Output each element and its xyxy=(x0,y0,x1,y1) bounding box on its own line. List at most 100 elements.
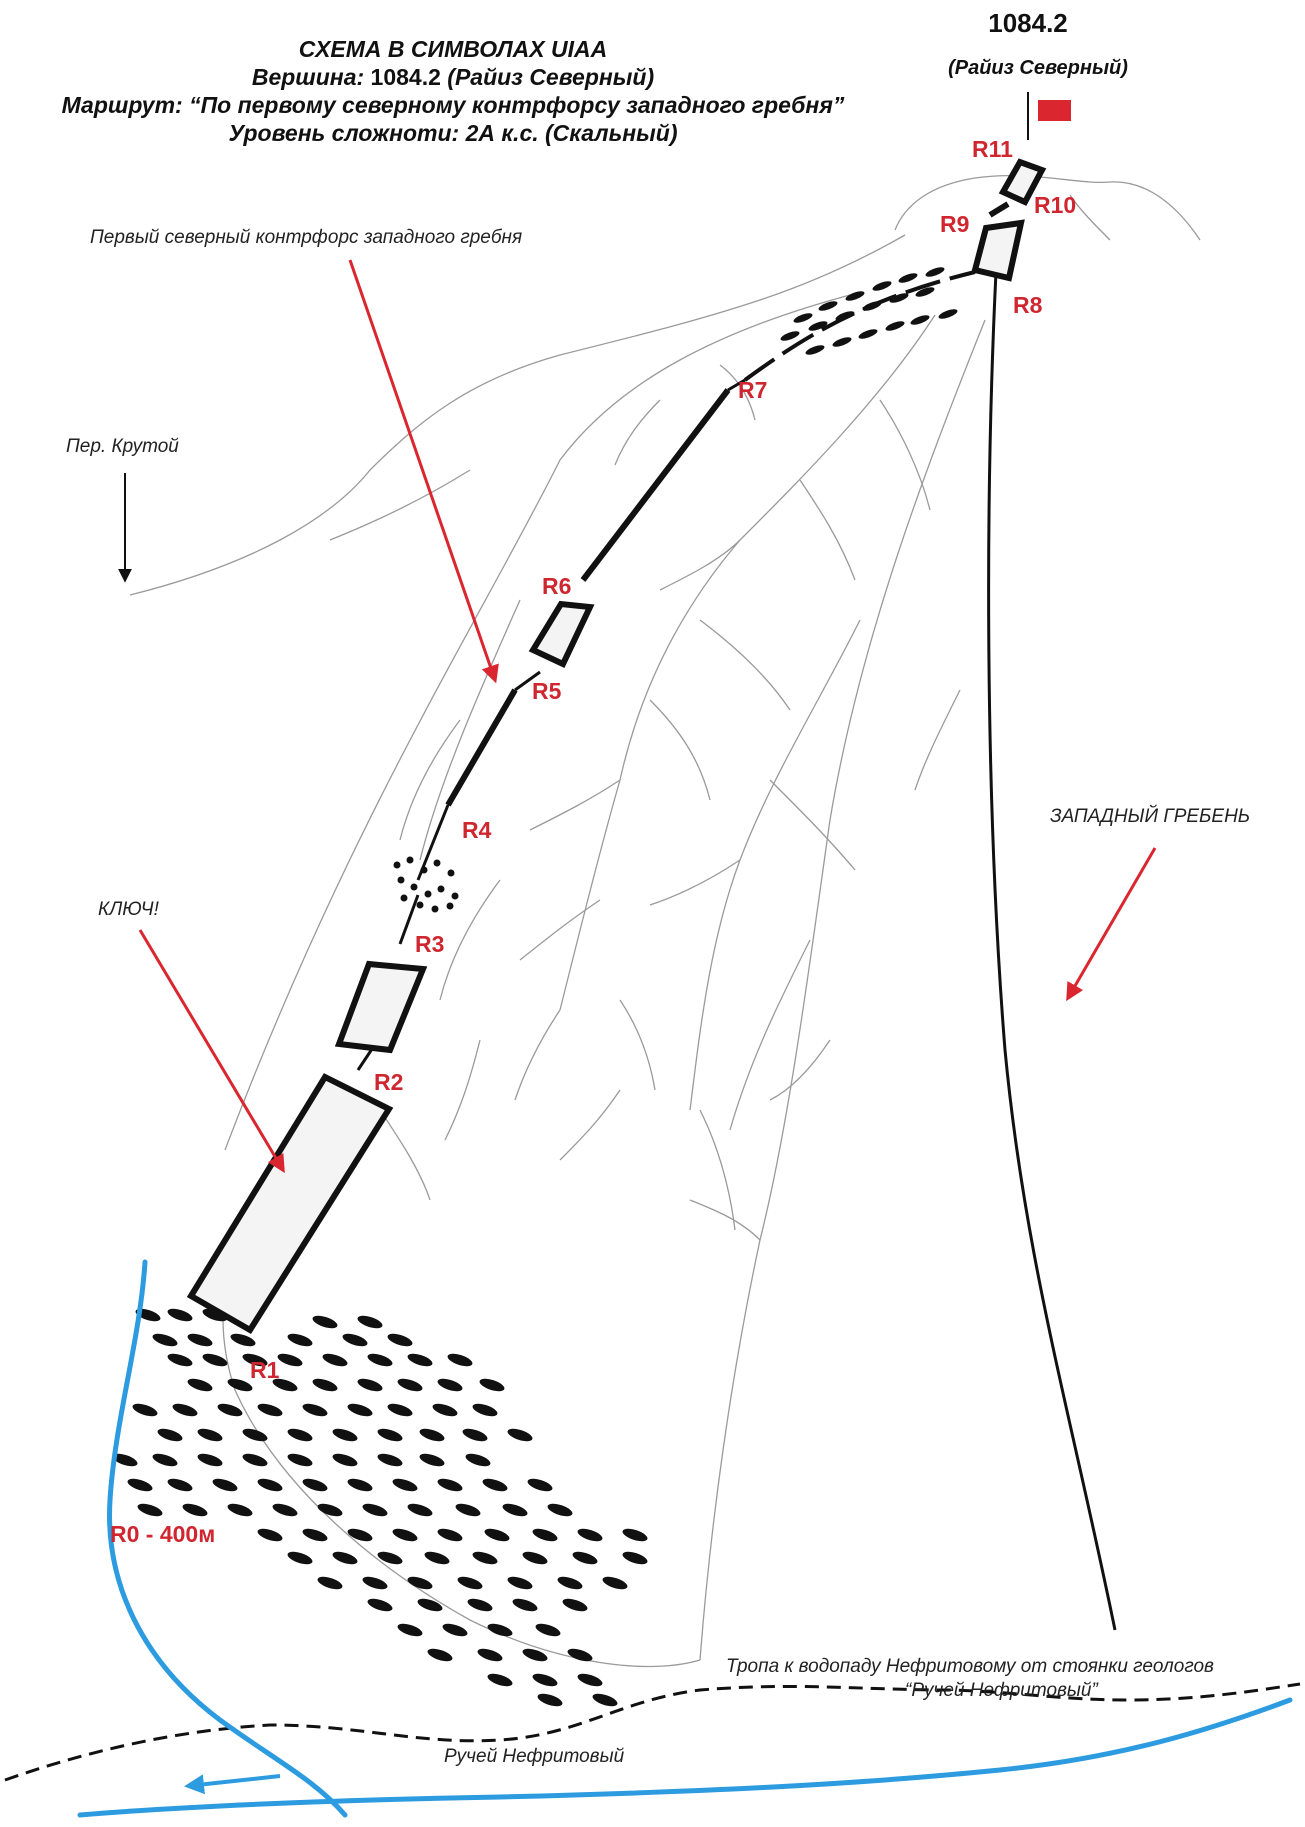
scree-mark xyxy=(885,321,905,331)
scree-mark xyxy=(487,1623,513,1637)
scree-mark xyxy=(347,1478,373,1492)
scree-mark xyxy=(242,1428,268,1442)
scree-mark xyxy=(910,315,930,325)
scree-mark xyxy=(362,1503,388,1517)
scree-mark xyxy=(858,329,878,339)
scree-mark xyxy=(419,1453,445,1467)
label-r10: R10 xyxy=(1034,192,1076,218)
label-r4: R4 xyxy=(462,817,492,843)
scree-mark xyxy=(424,1551,450,1565)
scree-mark xyxy=(938,309,958,319)
scree-mark xyxy=(437,1378,463,1392)
title-line-4: Уровень сложноти: 2А к.с. (Скальный) xyxy=(228,120,677,146)
summit-flag xyxy=(1038,100,1071,121)
scree-lower xyxy=(112,1308,648,1707)
scree-dot xyxy=(433,859,441,867)
scree-mark xyxy=(127,1478,153,1492)
scree-mark xyxy=(167,1353,193,1367)
label-r2: R2 xyxy=(374,1069,403,1095)
scree-mark xyxy=(537,1693,563,1707)
scree-mark xyxy=(437,1528,463,1542)
scree-mark xyxy=(532,1673,558,1687)
scree-mark xyxy=(132,1403,158,1417)
scree-mark xyxy=(392,1528,418,1542)
scree-mark xyxy=(312,1315,338,1329)
scree-mark xyxy=(592,1693,618,1707)
scree-mark xyxy=(287,1333,313,1347)
scree-dot xyxy=(420,866,428,874)
title-summit-value: 1084.2 xyxy=(371,64,441,90)
scree-mark xyxy=(407,1503,433,1517)
scree-mark xyxy=(872,281,892,291)
scree-mark xyxy=(455,1503,481,1517)
scree-mark xyxy=(377,1453,403,1467)
scree-mark xyxy=(577,1673,603,1687)
stream-direction-arrow xyxy=(184,1774,281,1795)
scree-mark xyxy=(447,1353,473,1367)
label-r6: R6 xyxy=(542,573,571,599)
label-west-ridge: ЗАПАДНЫЙ ГРЕБЕНЬ xyxy=(1050,805,1250,827)
scree-mark xyxy=(357,1378,383,1392)
scree-mark xyxy=(427,1648,453,1662)
arrow-key xyxy=(138,929,285,1174)
scree-mark xyxy=(152,1453,178,1467)
scree-mark xyxy=(512,1598,538,1612)
scree-mark xyxy=(332,1453,358,1467)
scree-mark xyxy=(137,1503,163,1517)
label-r3: R3 xyxy=(415,931,444,957)
scree-mark xyxy=(925,267,945,277)
scree-mark xyxy=(287,1428,313,1442)
scree-mark xyxy=(367,1353,393,1367)
label-trail-line-2: “Ручей Нефритовый” xyxy=(905,1680,1099,1701)
scree-mark xyxy=(898,273,918,283)
scree-mark xyxy=(187,1378,213,1392)
scree-mark xyxy=(227,1503,253,1517)
scree-mark xyxy=(217,1403,243,1417)
scree-mark xyxy=(805,345,825,355)
scree-dot xyxy=(416,901,424,909)
label-key: КЛЮЧ! xyxy=(98,899,160,920)
scree-mark xyxy=(112,1453,138,1467)
scree-mark xyxy=(242,1353,268,1367)
label-r1: R1 xyxy=(250,1357,280,1383)
scree-mark xyxy=(277,1353,303,1367)
scree-r3 xyxy=(393,856,459,913)
scree-mark xyxy=(487,1673,513,1687)
stream-lines xyxy=(77,1259,1293,1818)
scree-mark xyxy=(472,1403,498,1417)
scree-mark xyxy=(377,1551,403,1565)
terrain-relief xyxy=(129,175,1201,1668)
label-trail-line-1: Тропа к водопаду Нефритовому от стоянки … xyxy=(726,1656,1214,1677)
scree-mark xyxy=(230,1333,256,1347)
scree-mark xyxy=(507,1428,533,1442)
label-r8: R8 xyxy=(1013,292,1043,318)
scree-mark xyxy=(482,1478,508,1492)
scree-dot xyxy=(431,905,439,913)
arrow-buttress xyxy=(348,259,499,684)
scree-mark xyxy=(257,1478,283,1492)
scree-mark xyxy=(322,1353,348,1367)
scree-dot xyxy=(451,892,459,900)
scree-dot xyxy=(446,902,454,910)
scree-mark xyxy=(197,1428,223,1442)
scree-mark xyxy=(392,1478,418,1492)
scree-mark xyxy=(317,1503,343,1517)
scree-mark xyxy=(362,1576,388,1590)
scree-mark xyxy=(167,1478,193,1492)
scree-mark xyxy=(479,1378,505,1392)
scree-mark xyxy=(835,311,855,321)
scree-mark xyxy=(535,1623,561,1637)
scree-dot xyxy=(393,861,401,869)
scree-mark xyxy=(472,1551,498,1565)
scree-dot xyxy=(397,876,405,884)
summit-height: 1084.2 xyxy=(988,8,1068,38)
scree-mark xyxy=(808,321,828,331)
scree-mark xyxy=(832,337,852,347)
scree-mark xyxy=(257,1403,283,1417)
scree-mark xyxy=(397,1623,423,1637)
scree-dot xyxy=(406,856,414,864)
pitch-r8-r9 xyxy=(971,219,1025,282)
scree-upper xyxy=(780,267,958,355)
scree-mark xyxy=(465,1453,491,1467)
scree-mark xyxy=(622,1551,648,1565)
